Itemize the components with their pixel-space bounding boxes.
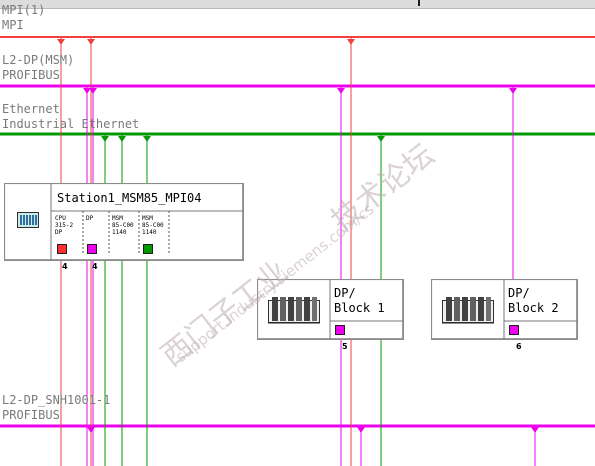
station-frame [50,184,243,260]
slot-dp-label: DP [86,215,94,222]
slot-cpu-label: CPU 315-2 DP [55,215,74,236]
dp-snh-network-name: L2-DP_SNH1001-1 [2,393,111,407]
ethernet-port-icon[interactable] [143,244,153,254]
ethernet-network-type: Industrial Ethernet [2,117,140,131]
top-scrollbar[interactable] [0,0,595,9]
io-rack-icon [442,297,494,324]
dp-msm-network-type: PROFIBUS [2,68,60,82]
dp-block-1-label: DP/ Block 1 [334,286,385,315]
dp-block-2-port-icon[interactable] [509,325,519,335]
dp-msm-connector-4 [509,88,517,94]
ethernet-connector-2 [118,136,126,142]
mpi-connector-1 [57,39,65,45]
dp-msm-connector-3 [337,88,345,94]
dp-block-1-port-icon[interactable] [335,325,345,335]
dp-snh-connector-1 [87,427,95,433]
cpu-mpi-port-icon[interactable] [57,244,67,254]
mpi-connector-3 [347,39,355,45]
mpi-network-name: MPI(1) [2,3,46,17]
plc-rack-icon [17,212,39,228]
ethernet-connector-3 [143,136,151,142]
dp-block-2-label: DP/ Block 2 [508,286,559,315]
dp-snh-network-type: PROFIBUS [2,408,60,422]
dp-block-2-number: 6 [516,342,522,351]
dp-port-icon[interactable] [87,244,97,254]
ethernet-network-name: Ethernet [2,102,60,116]
slot-msm1-label: MSM 85-C00 1140 [112,215,134,236]
dp-msm-connector-1 [83,88,91,94]
dp-block-2[interactable]: DP/ Block 2 [431,279,578,340]
station-node-number-1: 4 [62,262,68,271]
dp-block-1[interactable]: DP/ Block 1 [257,279,404,340]
scroll-marker [418,0,420,6]
station-title: Station1_MSM85_MPI04 [57,191,202,205]
station-node-number-2: 4 [92,262,98,271]
station-box[interactable]: Station1_MSM85_MPI04 CPU 315-2 DP DP MSM… [4,183,244,261]
dp-block-1-number: 5 [342,342,348,351]
ethernet-connector-1 [101,136,109,142]
dp-block-1-frame [329,280,403,339]
dp-msm-network-name: L2-DP(MSM) [2,53,75,67]
ethernet-connector-4 [377,136,385,142]
mpi-network-type: MPI [2,18,24,32]
dp-msm-connector-2 [89,88,97,94]
io-rack-icon [268,297,320,324]
slot-msm2-label: MSM 85-C00 1140 [142,215,164,236]
dp-block-2-frame [503,280,577,339]
mpi-connector-2 [87,39,95,45]
